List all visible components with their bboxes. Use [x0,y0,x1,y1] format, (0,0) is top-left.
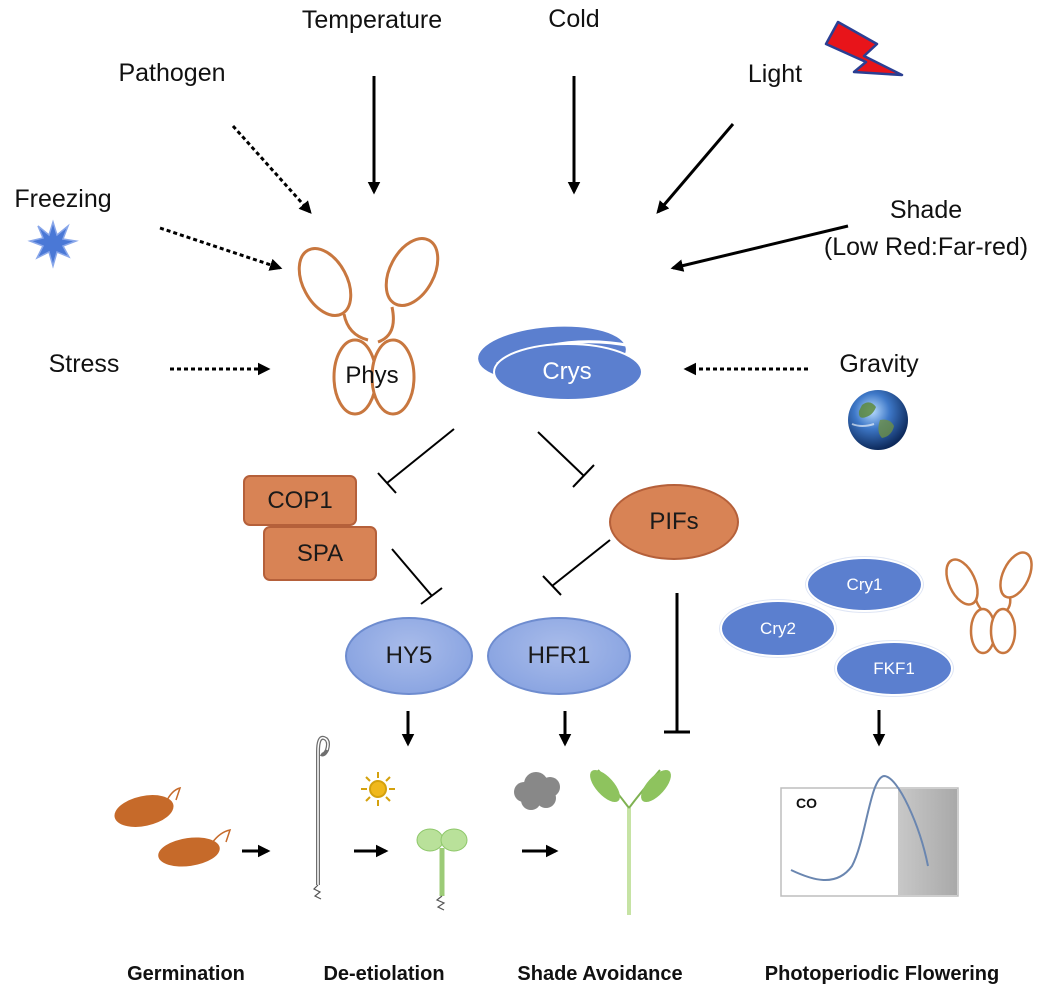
fkf1-node: FKF1 [835,641,953,696]
pifs-inhibits-shade-avoidance [664,593,690,734]
phys-label: Phys [345,362,399,389]
hfr1-label: HFR1 [527,642,591,669]
starburst-icon [27,219,79,269]
tall-green-seedling-icon [590,769,671,915]
stimulus-stress: Stress [48,350,120,378]
cloud-icon [514,772,560,810]
hfr1-node: HFR1 [487,617,631,695]
inhibition-connectors [377,428,611,605]
arrow-shade [670,224,849,272]
crys-shape [478,326,643,401]
process-germination: Germination [127,963,245,985]
cop1-label: COP1 [267,486,333,514]
process-deetiolation: De-etiolation [323,963,445,985]
hy5-label: HY5 [385,642,433,669]
crys-label: Crys [542,358,592,385]
green-seedling-icon [416,828,468,911]
cry2-label: Cry2 [760,618,796,638]
spa-node: SPA [263,526,377,581]
arrow-pathogen [231,124,312,214]
phys-dimer [297,237,440,416]
stimulus-freezing: Freezing [14,185,112,213]
cry1-node: Cry1 [806,557,923,612]
lightning-icon [824,20,904,77]
stimulus-gravity: Gravity [839,350,919,378]
pifs-label: PIFs [649,508,699,535]
co-expression-inset [780,774,959,897]
sun-icon [361,772,395,806]
hy5-node: HY5 [345,617,473,695]
stimulus-shade: Shade [889,196,963,224]
stimulus-temperature: Temperature [301,6,443,34]
co-label: CO [796,795,817,811]
stimulus-light: Light [747,60,803,88]
cry1-label: Cry1 [846,574,883,594]
stimulus-pathogen: Pathogen [118,59,226,87]
process-shade-avoidance: Shade Avoidance [517,963,683,985]
cop1-node: COP1 [243,475,357,526]
pifs-node: PIFs [609,484,739,560]
downstream-arrows [401,710,886,747]
stimulus-arrows [159,76,849,376]
stimulus-cold: Cold [548,5,600,33]
phys-small-dimer [945,551,1033,655]
arrow-light [656,123,735,214]
arrow-freezing [159,226,283,271]
cry2-node: Cry2 [720,600,836,657]
etiolated-seedling-icon [312,735,330,900]
co-expression-curve [790,774,929,882]
fkf1-label: FKF1 [873,658,915,678]
seed-icons [114,786,232,867]
process-flowering: Photoperiodic Flowering [764,963,1000,985]
stimulus-shade-ratio: (Low Red:Far-red) [823,233,1029,261]
spa-label: SPA [296,539,344,567]
earth-globe-icon [848,390,908,450]
